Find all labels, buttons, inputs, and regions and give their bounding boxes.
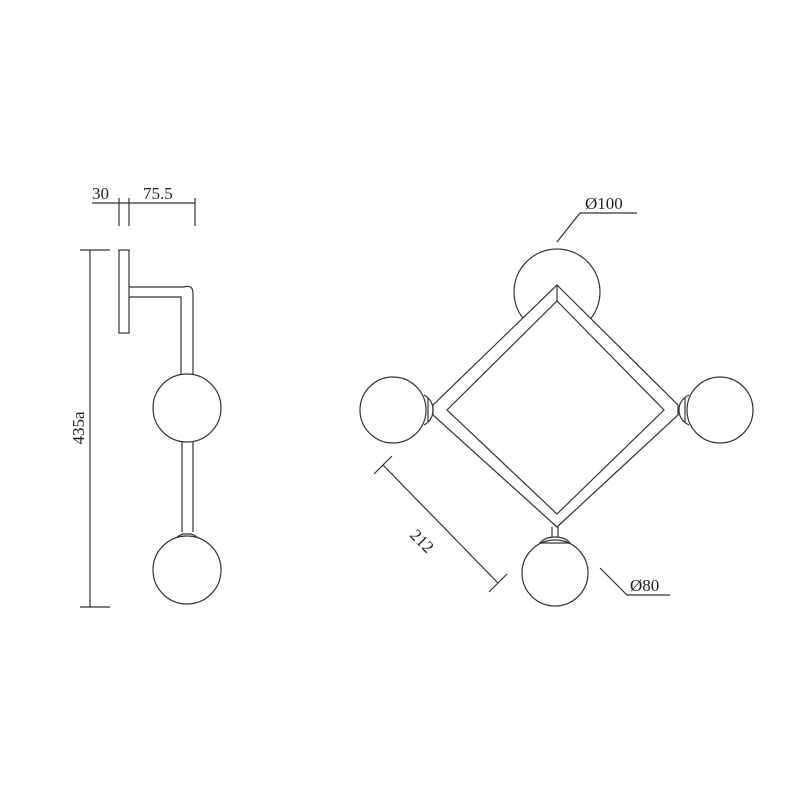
dim-arm-label: 212	[406, 525, 437, 556]
neck-bottom	[538, 527, 572, 544]
globe-left	[359, 376, 427, 444]
globe-bottom	[521, 539, 589, 607]
globe-right	[686, 376, 754, 444]
globe-upper	[152, 373, 222, 443]
side-view: 30 75.5 435a	[69, 184, 222, 608]
dim-height-label: 435a	[69, 411, 88, 445]
rod	[181, 442, 194, 532]
diamond-frame-outer	[432, 284, 679, 528]
globe-lower	[152, 535, 222, 605]
dim-backplate-label: 30	[92, 184, 109, 203]
dim-projection-label: 75.5	[143, 184, 173, 203]
dim-canopy-label: Ø100	[585, 194, 623, 213]
top-dimension: 30 75.5	[92, 184, 196, 226]
front-view: Ø100 212 Ø80	[359, 194, 754, 607]
arm-dimension: 212	[373, 455, 508, 593]
diamond-frame-inner	[446, 300, 665, 515]
neck-left	[423, 394, 434, 426]
globe-dimension: Ø80	[599, 567, 670, 596]
canopy-dimension: Ø100	[556, 194, 637, 243]
arm	[129, 285, 194, 375]
dim-globe-label: Ø80	[630, 576, 659, 595]
neck-right	[678, 394, 690, 426]
height-dimension: 435a	[69, 249, 110, 608]
backplate	[118, 249, 130, 334]
